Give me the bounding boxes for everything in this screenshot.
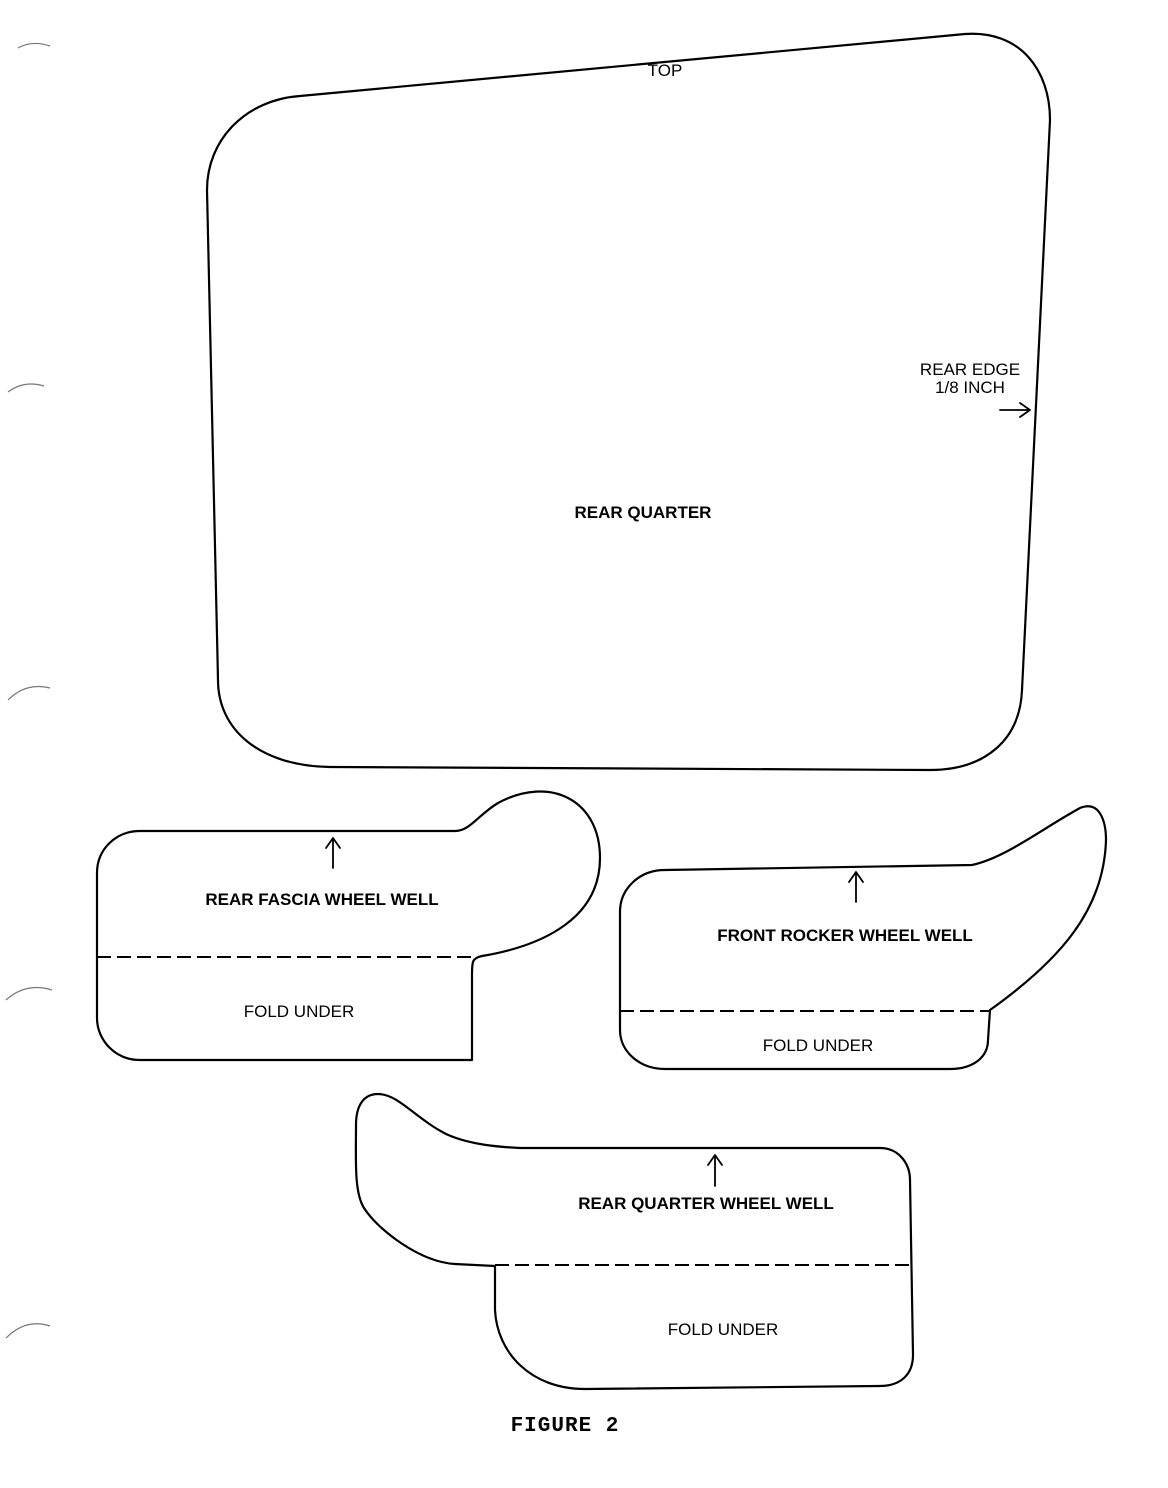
rear-quarter-wheel-well-piece: REAR QUARTER WHEEL WELL FOLD UNDER bbox=[354, 1092, 915, 1391]
binder-hole-mark bbox=[17, 42, 51, 49]
front-rocker-wheel-well-piece: FRONT ROCKER WHEEL WELL FOLD UNDER bbox=[618, 805, 1108, 1071]
top-label: TOP bbox=[648, 61, 683, 80]
figure-caption: FIGURE 2 bbox=[511, 1415, 620, 1438]
rear-quarter-wheel-well-outline bbox=[354, 1092, 915, 1391]
rear-quarter-label: REAR QUARTER bbox=[575, 503, 712, 522]
binder-hole-mark bbox=[7, 685, 51, 701]
binder-hole-mark bbox=[5, 1323, 51, 1339]
right-arrow-icon bbox=[999, 402, 1031, 418]
rear-quarter-wheel-well-fold-label: FOLD UNDER bbox=[668, 1320, 779, 1339]
up-arrow-icon bbox=[707, 1154, 723, 1187]
rear-edge-note-line2: 1/8 INCH bbox=[935, 378, 1005, 397]
rear-quarter-outline bbox=[205, 32, 1052, 772]
binder-hole-mark bbox=[7, 383, 45, 393]
rear-fascia-label: REAR FASCIA WHEEL WELL bbox=[205, 890, 438, 909]
rear-quarter-piece: TOP REAR EDGE 1/8 INCH REAR QUARTER bbox=[205, 32, 1052, 772]
front-rocker-outline bbox=[618, 805, 1108, 1071]
rear-quarter-wheel-well-label: REAR QUARTER WHEEL WELL bbox=[578, 1194, 834, 1213]
rear-fascia-wheel-well-piece: REAR FASCIA WHEEL WELL FOLD UNDER bbox=[95, 790, 602, 1062]
rear-edge-note-line1: REAR EDGE bbox=[920, 360, 1020, 379]
rear-fascia-outline bbox=[95, 790, 602, 1062]
up-arrow-icon bbox=[325, 837, 341, 869]
front-rocker-fold-label: FOLD UNDER bbox=[763, 1036, 874, 1055]
up-arrow-icon bbox=[848, 871, 864, 903]
binder-hole-marks bbox=[5, 42, 53, 1339]
front-rocker-label: FRONT ROCKER WHEEL WELL bbox=[717, 926, 973, 945]
binder-hole-mark bbox=[5, 987, 53, 1001]
rear-fascia-fold-label: FOLD UNDER bbox=[244, 1002, 355, 1021]
